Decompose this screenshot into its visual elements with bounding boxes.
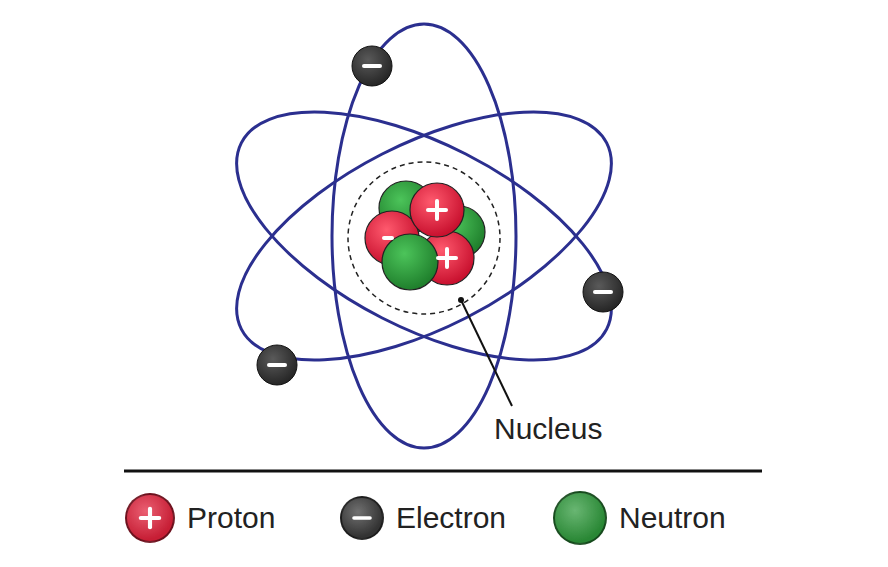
leader-line (461, 300, 512, 406)
nucleus-particles (365, 181, 485, 290)
electrons (257, 46, 623, 385)
nucleus-boundary (348, 162, 500, 314)
legend-swatch (125, 493, 175, 543)
electron-orbits (200, 24, 649, 448)
charge-signs (384, 201, 456, 267)
charge-sign (342, 498, 382, 538)
divider-line (124, 470, 762, 473)
legend-item: Electron (340, 490, 506, 546)
part-label: Nucleus (494, 412, 602, 446)
legend-swatch (553, 491, 607, 545)
legend-text: Proton (187, 501, 275, 535)
legend-text: Electron (396, 501, 506, 535)
legend-swatch (340, 496, 384, 540)
legend-item: Proton (125, 490, 275, 546)
legend-item: Neutron (553, 490, 726, 546)
leader-dot (458, 297, 464, 303)
charge-sign (127, 495, 173, 541)
legend-text: Neutron (619, 501, 726, 535)
